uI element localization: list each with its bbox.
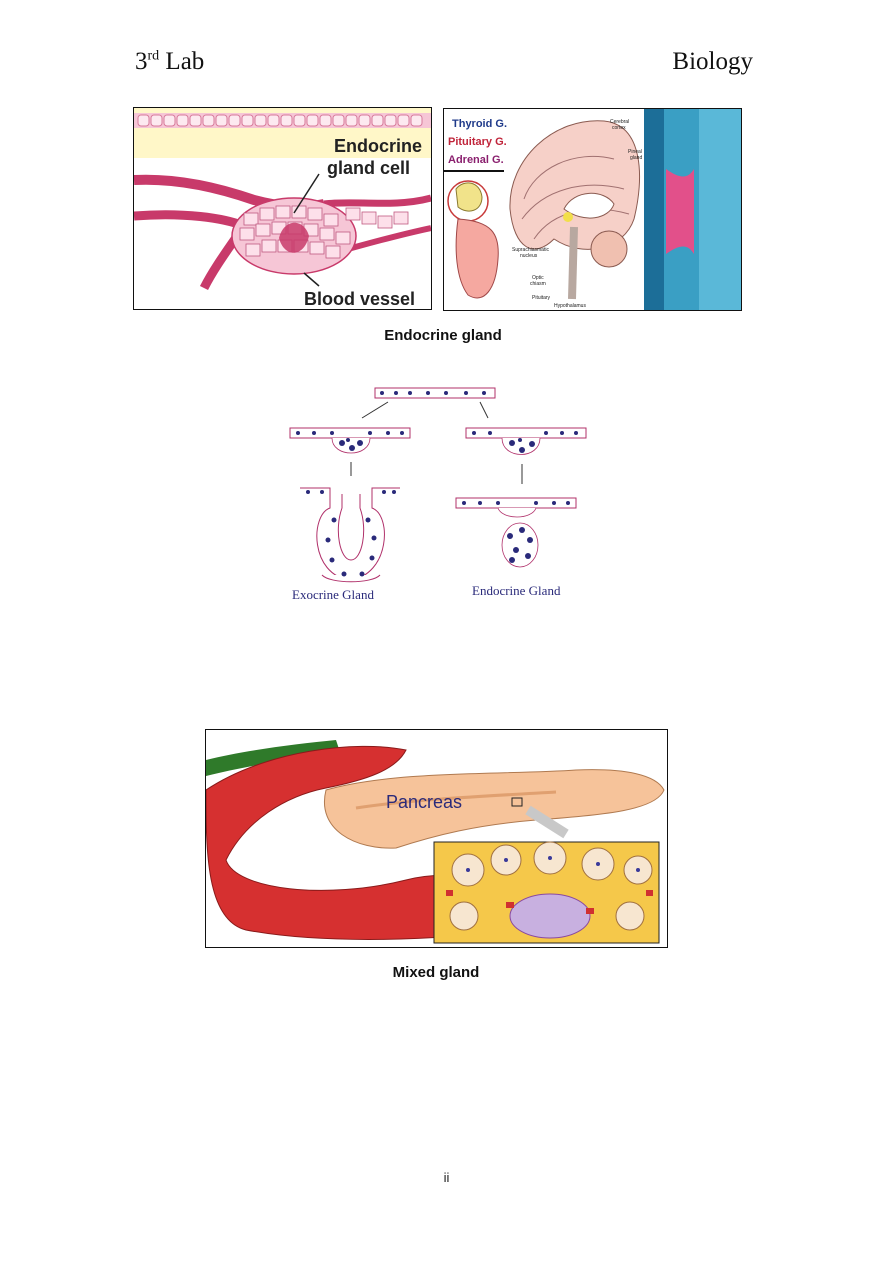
cerebral-label-line2: cortex <box>612 125 626 131</box>
optic-label-line1: Optic <box>532 275 544 281</box>
supra-label-line1: Suprachiasmatic <box>512 247 549 253</box>
pancreas-label: Pancreas <box>386 792 462 812</box>
endocrine-glands-figure: Thyroid G. Pituitary G. Adrenal G. Cereb… <box>443 108 742 311</box>
pituitary-label: Pituitary G. <box>448 136 507 148</box>
endocrine-gland-label: Endocrine Gland <box>472 583 561 598</box>
brain-glands-illustration: Thyroid G. Pituitary G. Adrenal G. Cereb… <box>444 109 741 310</box>
endocrine-cell-figure: Endocrine gland cell Blood vessel <box>133 107 432 310</box>
adrenal-label: Adrenal G. <box>448 154 504 166</box>
endocrine-label-line2: gland cell <box>327 158 410 178</box>
optic-label-line2: chiasm <box>530 281 546 287</box>
supra-label-line2: nucleus <box>520 253 538 259</box>
exocrine-gland-label: Exocrine Gland <box>292 587 374 602</box>
mixed-gland-caption: Mixed gland <box>392 964 480 981</box>
endocrine-cell-illustration: Endocrine gland cell Blood vessel <box>134 108 431 309</box>
hypothalamus-label: Hypothalamus <box>554 303 586 309</box>
pituitary-small-label: Pituitary <box>532 295 551 301</box>
header-subject: Biology <box>672 48 753 75</box>
gland-formation-figure: Exocrine Gland Endocrine Gland <box>270 380 610 610</box>
endocrine-gland-caption: Endocrine gland <box>384 327 502 344</box>
pineal-label-line2: gland <box>630 155 642 161</box>
pancreas-figure: Pancreas <box>205 729 668 948</box>
pineal-label-line1: Pineal <box>628 149 642 155</box>
endocrine-label-line1: Endocrine <box>334 136 422 156</box>
thyroid-label: Thyroid G. <box>452 118 507 130</box>
cerebral-label-line1: Cerebral <box>610 119 629 125</box>
lab-word: Lab <box>165 48 205 75</box>
page-number: ii <box>443 1170 450 1185</box>
pancreas-illustration: Pancreas <box>206 730 667 947</box>
header-lab-title: 3rd Lab <box>135 48 204 76</box>
gland-formation-diagram: Exocrine Gland Endocrine Gland <box>289 387 587 602</box>
lab-suffix: rd <box>147 48 160 64</box>
blood-vessel-label: Blood vessel <box>304 289 415 309</box>
lab-number: 3 <box>135 48 148 75</box>
